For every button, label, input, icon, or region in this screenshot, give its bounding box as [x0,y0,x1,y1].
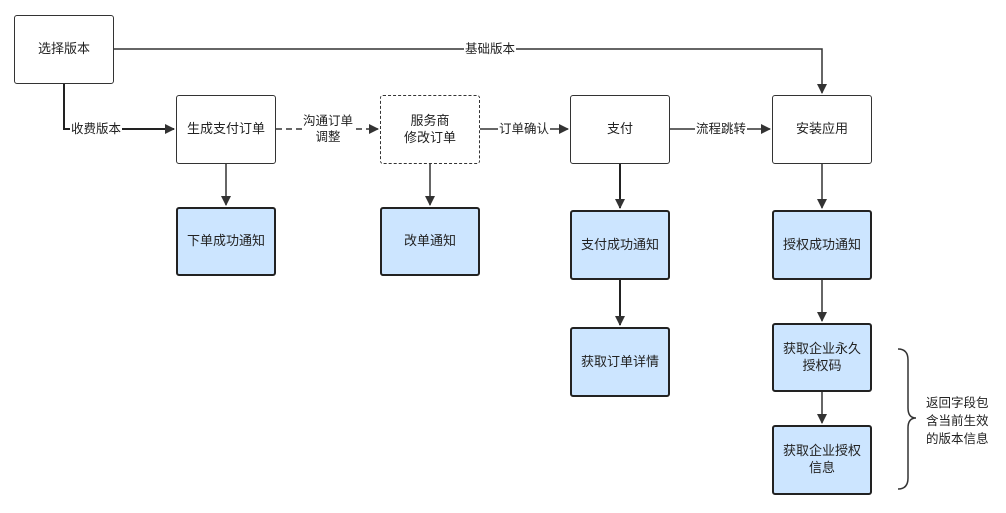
node-create-order: 生成支付订单 [176,95,276,164]
node-auth-success-notice: 授权成功通知 [772,210,872,280]
edge-basic-version [114,48,827,94]
node-get-auth-info: 获取企业授权 信息 [772,425,872,495]
node-create-order-label: 生成支付订单 [186,122,265,137]
node-order-success-notice: 下单成功通知 [176,207,276,276]
node-auth-success-notice-label: 授权成功通知 [782,237,861,253]
node-provider-modify: 服务商 修改订单 [380,95,480,164]
node-order-changed-notice: 改单通知 [380,207,480,276]
node-get-auth-info-label: 获取企业授权 信息 [782,444,861,476]
curly-brace [897,348,917,490]
node-select-version: 选择版本 [14,15,114,84]
node-get-order-detail: 获取订单详情 [570,327,670,397]
node-order-success-notice-label: 下单成功通知 [186,234,265,249]
edge-label-basic-version: 基础版本 [464,41,517,57]
node-select-version-label: 选择版本 [37,42,90,57]
edge-label-order-confirm: 订单确认 [498,121,551,137]
node-pay-success-notice: 支付成功通知 [570,210,670,280]
edge-label-paid-version: 收费版本 [70,121,123,137]
node-install-label: 安装应用 [795,122,848,137]
edge-label-negotiate: 沟通订单 调整 [302,113,355,145]
node-pay: 支付 [570,95,670,164]
node-pay-label: 支付 [606,122,633,137]
edge-paid-version [63,84,175,134]
node-get-perm-code-label: 获取企业永久 授权码 [782,341,861,374]
node-install: 安装应用 [772,95,872,164]
node-get-perm-code: 获取企业永久 授权码 [772,323,872,392]
edge-label-flow-jump: 流程跳转 [695,121,748,137]
node-provider-modify-label: 服务商 修改订单 [403,113,456,146]
node-pay-success-notice-label: 支付成功通知 [580,237,659,253]
brace-note: 返回字段包 含当前生效 的版本信息 [926,395,989,446]
node-get-order-detail-label: 获取订单详情 [580,354,659,370]
node-order-changed-notice-label: 改单通知 [403,234,456,249]
